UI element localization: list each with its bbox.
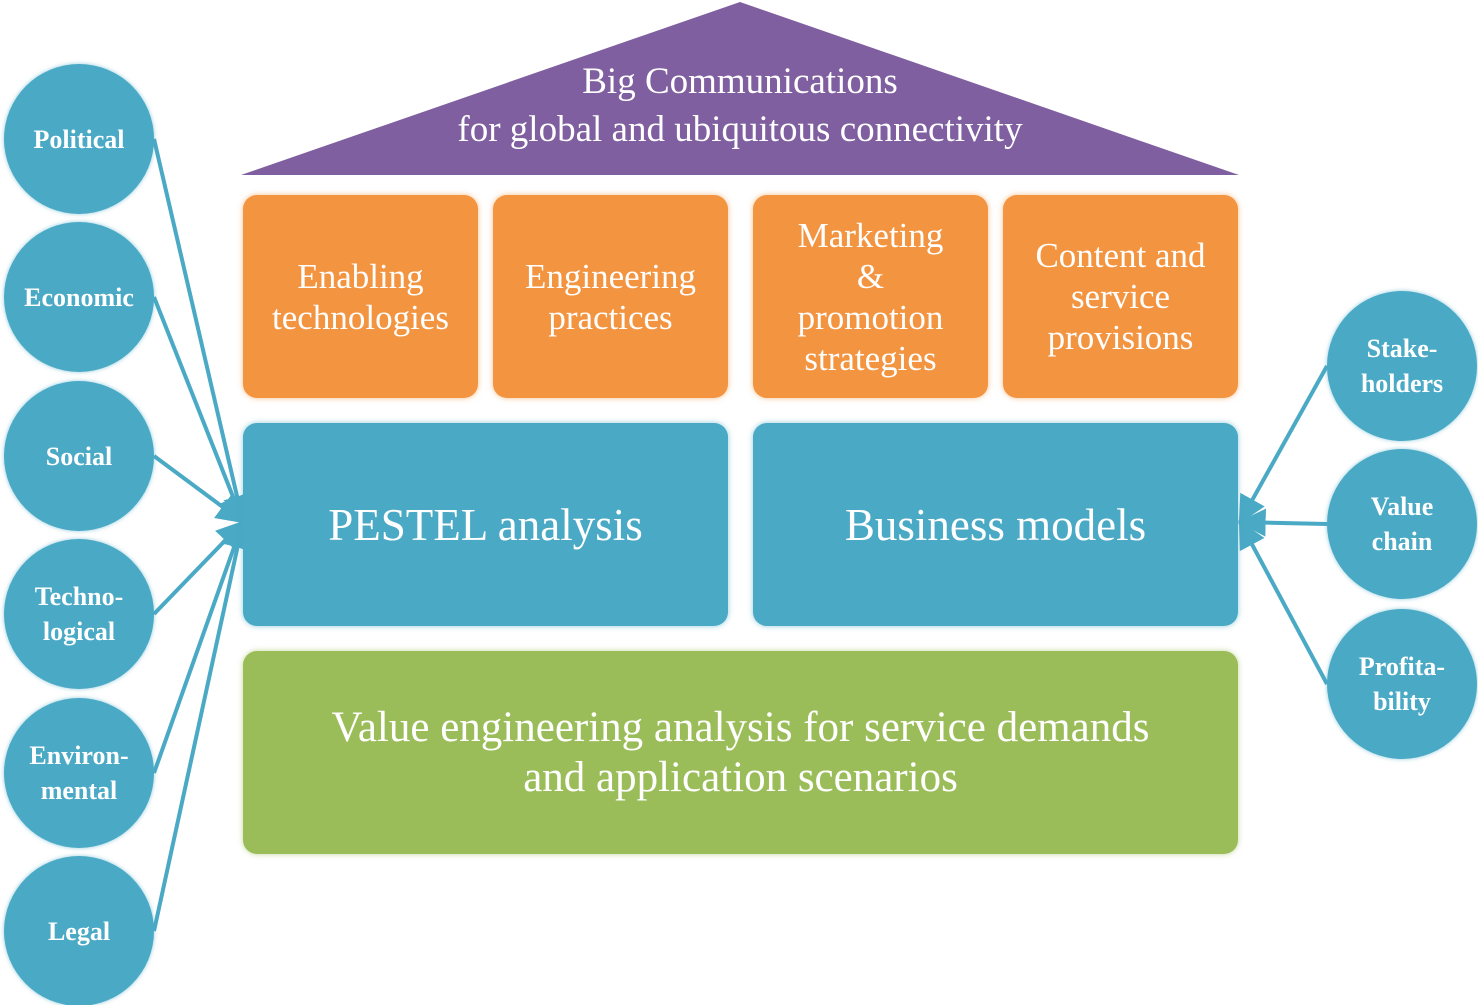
- factor-political: Political: [4, 64, 154, 214]
- roof-title: Big Communications for global and ubiqui…: [340, 58, 1140, 154]
- arrow-profitability: [1238, 519, 1329, 685]
- factor-profitability: Profita- bility: [1327, 609, 1477, 759]
- factor-value-chain: Value chain: [1327, 449, 1477, 599]
- business-models-label: Business models: [844, 499, 1147, 550]
- pillar-label: Marketing & promotion strategies: [797, 215, 944, 378]
- pestel-analysis-box: PESTEL analysis: [243, 423, 728, 626]
- value-engineering-foundation: Value engineering analysis for service d…: [243, 651, 1238, 854]
- arrow-technological: [152, 520, 245, 616]
- arrow-value-chain: [1237, 508, 1328, 537]
- factor-social: Social: [4, 381, 154, 531]
- factor-environmental: Environ- mental: [4, 698, 154, 848]
- pillar-content-service-provisions: Content and service provisions: [1003, 195, 1238, 398]
- arrow-legal: [152, 519, 252, 932]
- factor-label: Profita- bility: [1358, 652, 1446, 716]
- factor-label: Environ- mental: [29, 741, 129, 805]
- factor-label: Political: [33, 124, 125, 154]
- factor-stakeholders: Stake- holders: [1327, 291, 1477, 441]
- factor-label: Stake- holders: [1360, 334, 1444, 398]
- roof-triangle: [241, 2, 1239, 175]
- pillar-label: Enabling technologies: [272, 256, 449, 337]
- factor-label: Techno- logical: [34, 582, 124, 646]
- arrow-stakeholders: [1238, 365, 1329, 525]
- pillar-engineering-practices: Engineering practices: [493, 195, 728, 398]
- arrow-environmental: [152, 519, 248, 774]
- factor-label: Value chain: [1370, 492, 1434, 556]
- roof-title-line1: Big Communications: [582, 61, 898, 102]
- arrow-social: [152, 454, 245, 524]
- foundation-label: Value engineering analysis for service d…: [331, 703, 1150, 801]
- factor-label: Legal: [47, 916, 111, 946]
- factor-label: Social: [45, 441, 113, 471]
- business-models-box: Business models: [753, 423, 1238, 626]
- arrow-political: [152, 138, 251, 525]
- roof-title-line2: for global and ubiquitous connectivity: [457, 109, 1023, 150]
- factor-label: Economic: [24, 282, 134, 312]
- factor-legal: Legal: [4, 856, 154, 1005]
- factor-technological: Techno- logical: [4, 539, 154, 689]
- pillar-label: Content and service provisions: [1035, 236, 1206, 357]
- pestel-analysis-label: PESTEL analysis: [328, 499, 643, 550]
- factor-economic: Economic: [4, 222, 154, 372]
- arrow-economic: [152, 296, 247, 525]
- pillar-label: Engineering practices: [524, 256, 697, 337]
- pillar-enabling-technologies: Enabling technologies: [243, 195, 478, 398]
- pillar-marketing-strategies: Marketing & promotion strategies: [753, 195, 988, 398]
